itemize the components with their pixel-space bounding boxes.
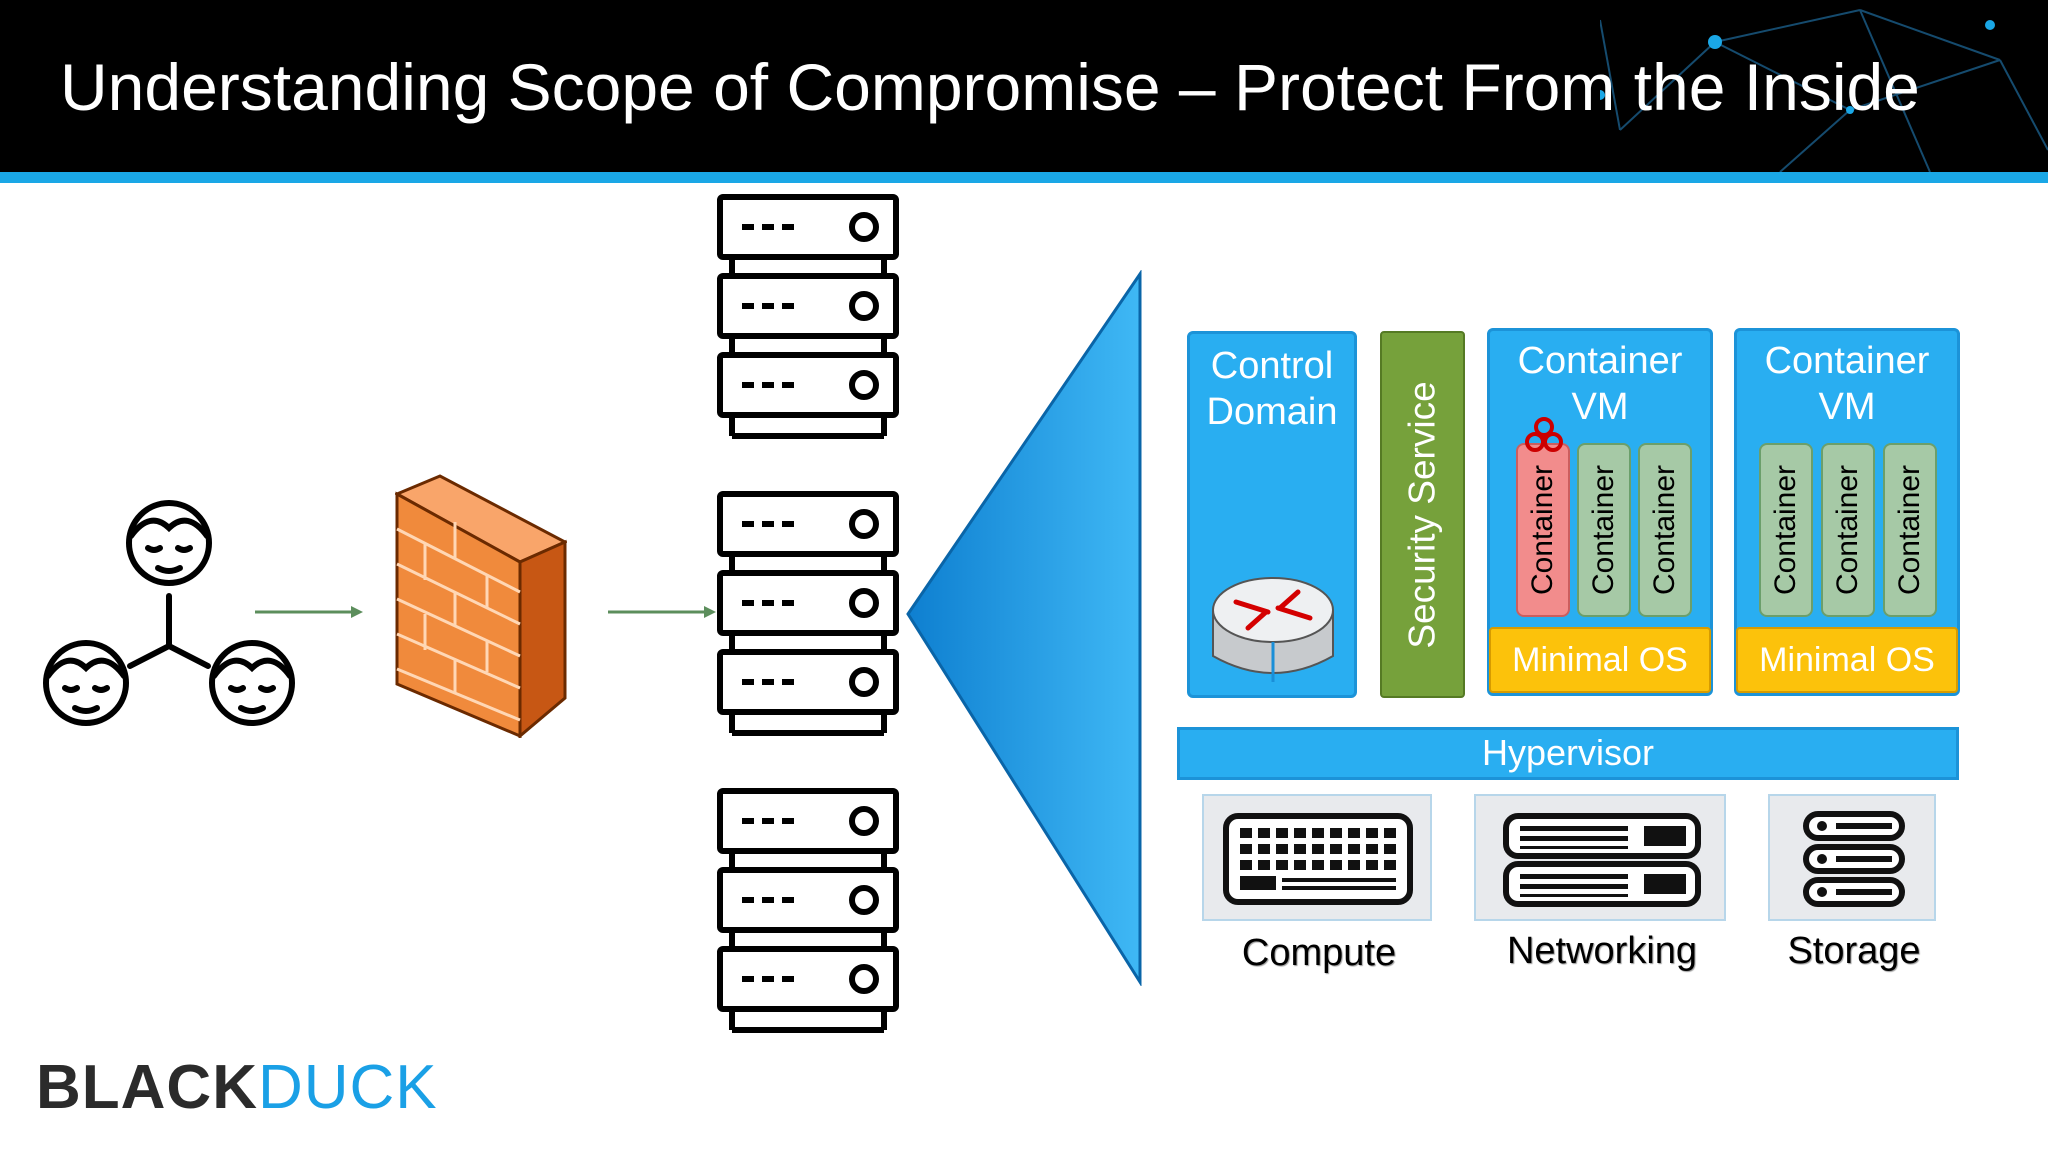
compromised-container: Container — [1516, 443, 1570, 617]
header-accent-bar — [0, 172, 2048, 183]
container-label: Container — [1769, 464, 1803, 596]
control-domain-box: Control Domain — [1187, 331, 1357, 698]
container-vm-box: Container VM Container Container Contain… — [1487, 328, 1713, 696]
security-service-label: Security Service — [1401, 380, 1443, 649]
storage-label: Storage — [1787, 930, 1921, 972]
container-label: Container — [1526, 464, 1560, 596]
logo-black: BLACK — [36, 1053, 258, 1122]
hypervisor-bar: Hypervisor — [1177, 727, 1959, 780]
container: Container — [1638, 443, 1692, 617]
container: Container — [1821, 443, 1875, 617]
container-vm-label: Container VM — [1517, 340, 1683, 428]
container-vm-box: Container VM Container Container Contain… — [1734, 328, 1960, 696]
header-band: Understanding Scope of Compromise – Prot… — [0, 0, 2048, 172]
control-domain-label: Control Domain — [1206, 345, 1338, 433]
container: Container — [1759, 443, 1813, 617]
storage-icon — [1803, 811, 1905, 907]
networking-icon — [1503, 813, 1701, 907]
container-label: Container — [1893, 464, 1927, 596]
container-label: Container — [1587, 464, 1621, 596]
compute-icon — [1223, 813, 1413, 905]
storage-box: Storage — [1768, 794, 1936, 972]
users-icon — [43, 500, 295, 726]
server-stack-icon — [717, 788, 899, 1033]
minimal-os-box: Minimal OS — [1736, 627, 1958, 693]
networking-box: Networking — [1474, 794, 1726, 972]
container: Container — [1883, 443, 1937, 617]
server-stack-icon — [717, 491, 899, 736]
compute-box: Compute — [1202, 794, 1432, 974]
container-vm-label: Container VM — [1764, 340, 1930, 428]
page-title: Understanding Scope of Compromise – Prot… — [60, 50, 1920, 124]
zoom-callout-wedge — [906, 270, 1142, 986]
container-label: Container — [1831, 464, 1865, 596]
logo-duck: DUCK — [257, 1053, 438, 1122]
security-service-box: Security Service — [1380, 331, 1465, 698]
container: Container — [1577, 443, 1631, 617]
container-label: Container — [1648, 464, 1682, 596]
arrow-users-to-firewall — [255, 606, 363, 618]
networking-label: Networking — [1506, 930, 1698, 972]
firewall-icon — [395, 474, 567, 738]
server-stack-icon — [717, 194, 899, 439]
minimal-os-box: Minimal OS — [1489, 627, 1711, 693]
network-decoration-icon — [1600, 9, 2048, 172]
router-icon — [1212, 577, 1334, 682]
biohazard-icon — [1525, 417, 1563, 452]
blackduck-logo: BLACKDUCK — [36, 1052, 438, 1123]
arrow-firewall-to-servers — [608, 606, 716, 618]
compute-label: Compute — [1241, 932, 1397, 974]
